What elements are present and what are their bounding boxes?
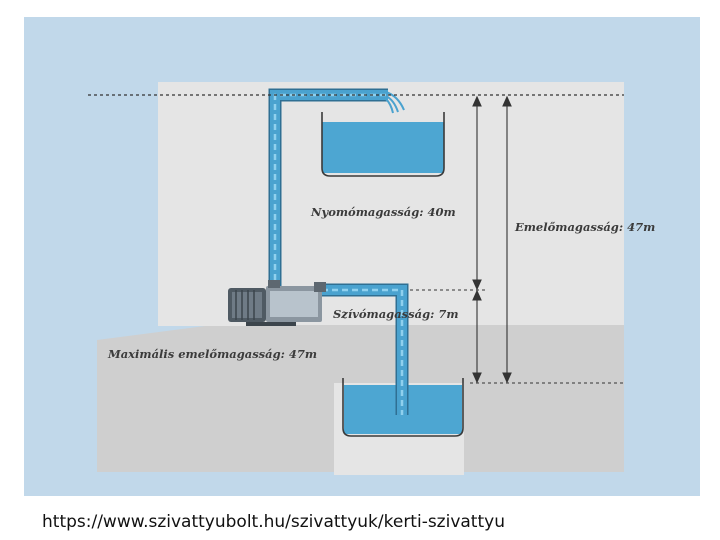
source-url[interactable]: https://www.szivattyubolt.hu/szivattyuk/… [42, 512, 505, 532]
upper-tank [321, 112, 445, 177]
max-lifting-head-label: Maximális emelőmagasság: 47m [107, 347, 317, 361]
pump [228, 280, 326, 326]
well-tank [342, 378, 464, 437]
upper-tank-water [322, 122, 444, 173]
lifting-head-arrow [502, 95, 512, 384]
lifting-head-label: Emelőmagasság: 47m [514, 220, 655, 234]
delivery-head-label: Nyomómagasság: 40m [310, 205, 456, 219]
suction-head-arrow [472, 289, 482, 384]
delivery-head-arrow [472, 95, 482, 291]
outflow-stream [385, 91, 405, 114]
suction-head-label: Szívómagasság: 7m [333, 307, 459, 321]
